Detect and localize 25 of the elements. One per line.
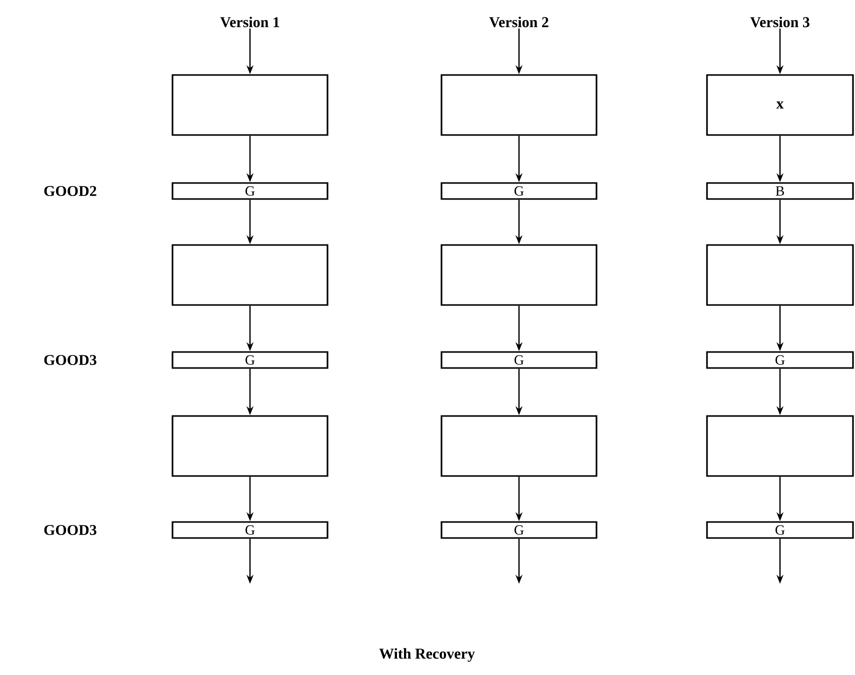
process-box — [172, 74, 328, 136]
status-bar: G — [706, 521, 854, 539]
caption: With Recovery — [379, 648, 475, 662]
process-box — [706, 415, 854, 477]
process-box — [172, 244, 328, 306]
status-bar: G — [172, 182, 328, 200]
process-box — [172, 415, 328, 477]
process-box — [706, 244, 854, 306]
process-box — [440, 244, 598, 306]
status-bar: G — [706, 351, 854, 369]
status-bar: G — [440, 351, 598, 369]
version-label: Version 2 — [489, 16, 548, 28]
version-label: Version 3 — [750, 16, 810, 28]
status-bar: G — [440, 521, 598, 539]
status-bar: G — [172, 521, 328, 539]
process-box — [440, 74, 598, 136]
process-box: x — [706, 74, 854, 136]
status-bar: G — [172, 351, 328, 369]
row-label: GOOD3 — [44, 524, 96, 536]
status-bar: G — [440, 182, 598, 200]
row-label: GOOD3 — [44, 354, 96, 366]
version-label: Version 1 — [220, 16, 280, 28]
process-box — [440, 415, 598, 477]
row-label: GOOD2 — [44, 186, 96, 196]
status-bar: B — [706, 182, 854, 200]
